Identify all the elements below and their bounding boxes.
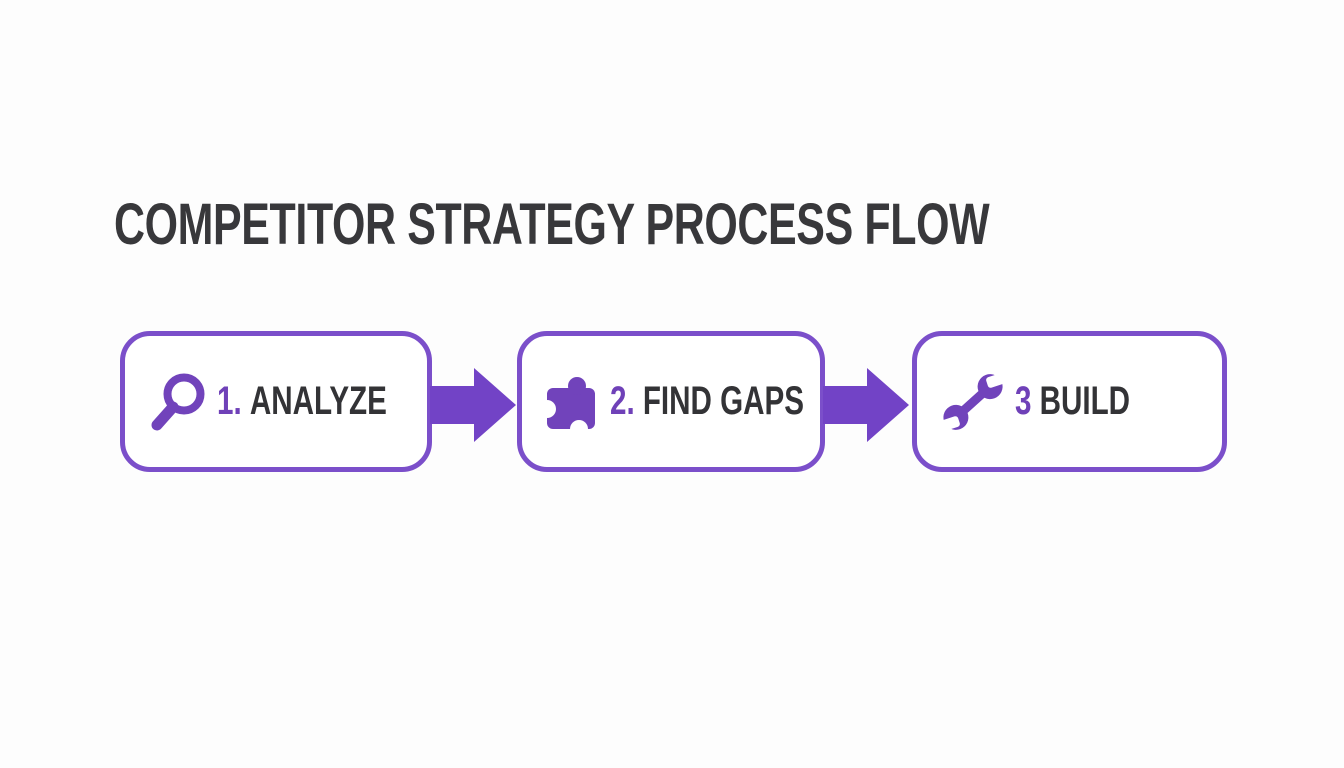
arrow-right-icon (430, 368, 516, 442)
page-title: COMPETITOR STRATEGY PROCESS FLOW (114, 192, 990, 257)
puzzle-icon (542, 371, 604, 433)
step-box-find-gaps: 2.FIND GAPS (517, 331, 825, 472)
arrow-right-icon (823, 368, 909, 442)
step-label: ANALYZE (249, 379, 387, 423)
magnifier-icon (145, 369, 211, 435)
step-label: FIND GAPS (642, 379, 804, 423)
step-text: 1.ANALYZE (217, 379, 387, 424)
step-box-analyze: 1.ANALYZE (120, 331, 432, 472)
step-number: 2. (610, 379, 635, 423)
step-number: 3 (1015, 379, 1032, 423)
step-label: BUILD (1039, 379, 1131, 423)
step-text: 2.FIND GAPS (610, 379, 804, 424)
step-number: 1. (217, 379, 242, 423)
wrench-icon (937, 366, 1009, 438)
